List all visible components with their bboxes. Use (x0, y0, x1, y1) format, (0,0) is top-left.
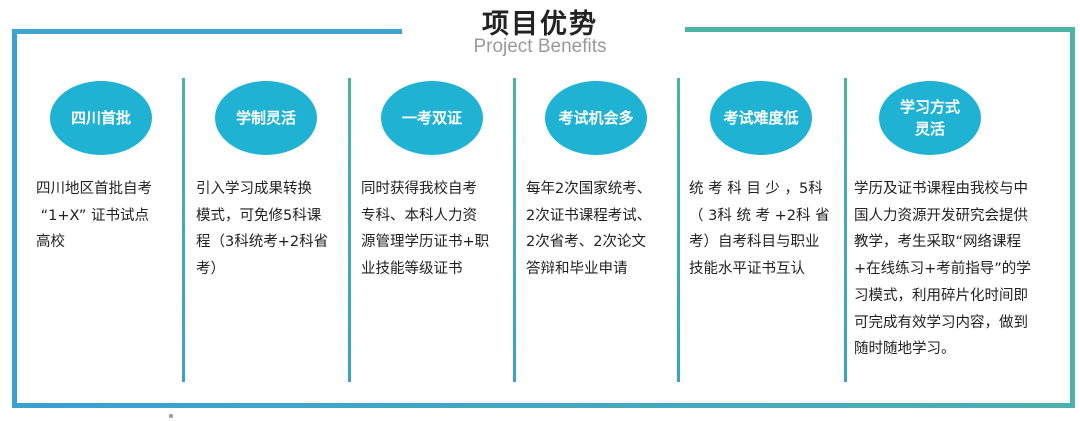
frame-border-top-left (12, 29, 402, 34)
benefit-description: 每年2次国家统考、 2次证书课程考试、 2次省考、2次论文 答辩和毕业申请 (526, 181, 652, 278)
benefit-badge: 一考双证 (381, 81, 483, 155)
frame-border-left (12, 29, 17, 408)
section-subtitle: Project Benefits (473, 36, 607, 57)
benefit-description: 学历及证书课程由我校与中 国人力资源开发研究会提供 教学，考生采取“网络课程 +… (854, 181, 1031, 358)
benefit-description: 统 考 科 目 少 ，5科 （ 3科 统 考 +2科 省 考）自考科目与职业 技… (689, 181, 830, 278)
section-title: 项目优势 (482, 9, 598, 40)
benefit-badge: 学习方式 灵活 (879, 81, 981, 155)
frame-border-right (1070, 27, 1075, 408)
frame-border-top-right (685, 27, 1075, 32)
benefit-badge: 考试难度低 (710, 81, 812, 155)
benefit-description: 四川地区首批自考 “1+X” 证书试点 高校 (36, 181, 152, 251)
column-divider (844, 78, 847, 382)
benefit-description: 引入学习成果转换 模式，可免修5科课 程（3科统考+2科省 考） (196, 181, 329, 278)
frame-border-bottom (12, 403, 1075, 408)
column-divider (182, 78, 185, 382)
column-divider (513, 78, 516, 382)
column-divider (677, 78, 680, 382)
benefit-badge: 四川首批 (50, 81, 152, 155)
benefit-description: 同时获得我校自考 专科、本科人力资 源管理学历证书+职 业技能等级证书 (361, 181, 490, 278)
column-divider (348, 78, 351, 382)
stray-dot (169, 414, 173, 418)
benefit-badge: 考试机会多 (545, 81, 647, 155)
benefit-badge: 学制灵活 (215, 81, 317, 155)
